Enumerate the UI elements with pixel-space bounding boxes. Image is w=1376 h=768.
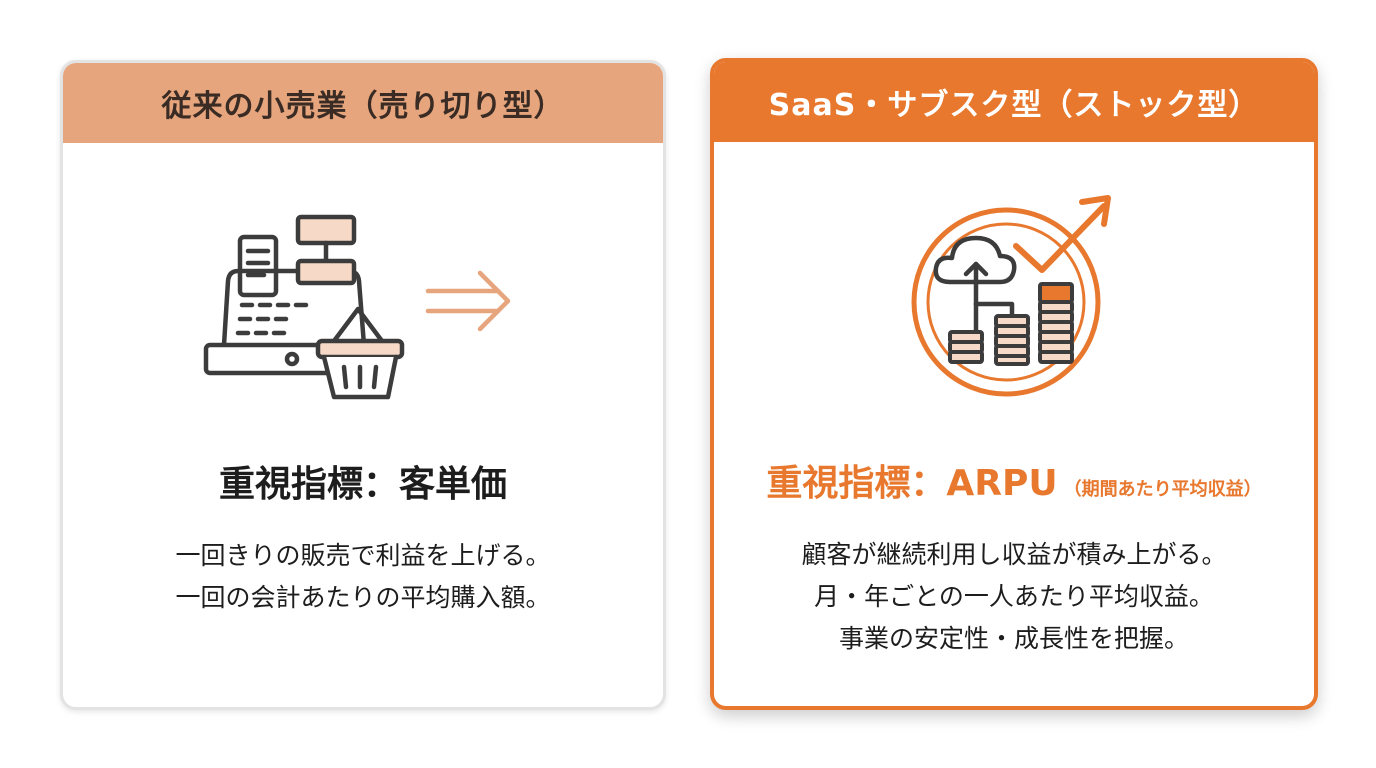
arrow-right-icon bbox=[425, 270, 511, 332]
saas-subscription-metric: 重視指標：ARPU（期間あたり平均収益） bbox=[714, 454, 1314, 506]
cash-register-icon bbox=[203, 214, 511, 400]
saas-subscription-card: SaaS・サブスク型（ストック型） bbox=[710, 58, 1318, 710]
description-line: 月・年ごとの一人あたり平均収益。 bbox=[814, 582, 1214, 611]
growth-arrow-icon bbox=[1013, 195, 1111, 273]
cloud-upload-icon bbox=[933, 235, 1017, 335]
description-line: 一回きりの販売で利益を上げる。 bbox=[175, 541, 551, 570]
description-line: 一回の会計あたりの平均購入額。 bbox=[175, 583, 551, 612]
traditional-retail-title: 従来の小売業（売り切り型） bbox=[63, 63, 663, 143]
growth-cycle-icon bbox=[911, 195, 1111, 397]
shopping-basket-icon bbox=[315, 306, 405, 400]
traditional-retail-card: 従来の小売業（売り切り型） bbox=[60, 60, 666, 710]
coin-stack-icon bbox=[948, 282, 1074, 366]
traditional-retail-description: 一回きりの販売で利益を上げる。 一回の会計あたりの平均購入額。 bbox=[63, 535, 663, 619]
metric-label: 重視指標：ARPU bbox=[766, 463, 1058, 504]
saas-illustration bbox=[714, 186, 1314, 406]
metric-note: （期間あたり平均収益） bbox=[1063, 479, 1262, 500]
saas-subscription-title: SaaS・サブスク型（ストック型） bbox=[714, 62, 1314, 142]
description-line: 顧客が継続利用し収益が積み上がる。 bbox=[801, 540, 1227, 569]
description-line: 事業の安定性・成長性を把握。 bbox=[838, 624, 1189, 653]
retail-illustration bbox=[63, 213, 663, 413]
saas-subscription-description: 顧客が継続利用し収益が積み上がる。 月・年ごとの一人あたり平均収益。 事業の安定… bbox=[714, 534, 1314, 660]
traditional-retail-metric: 重視指標：客単価 bbox=[218, 464, 507, 505]
